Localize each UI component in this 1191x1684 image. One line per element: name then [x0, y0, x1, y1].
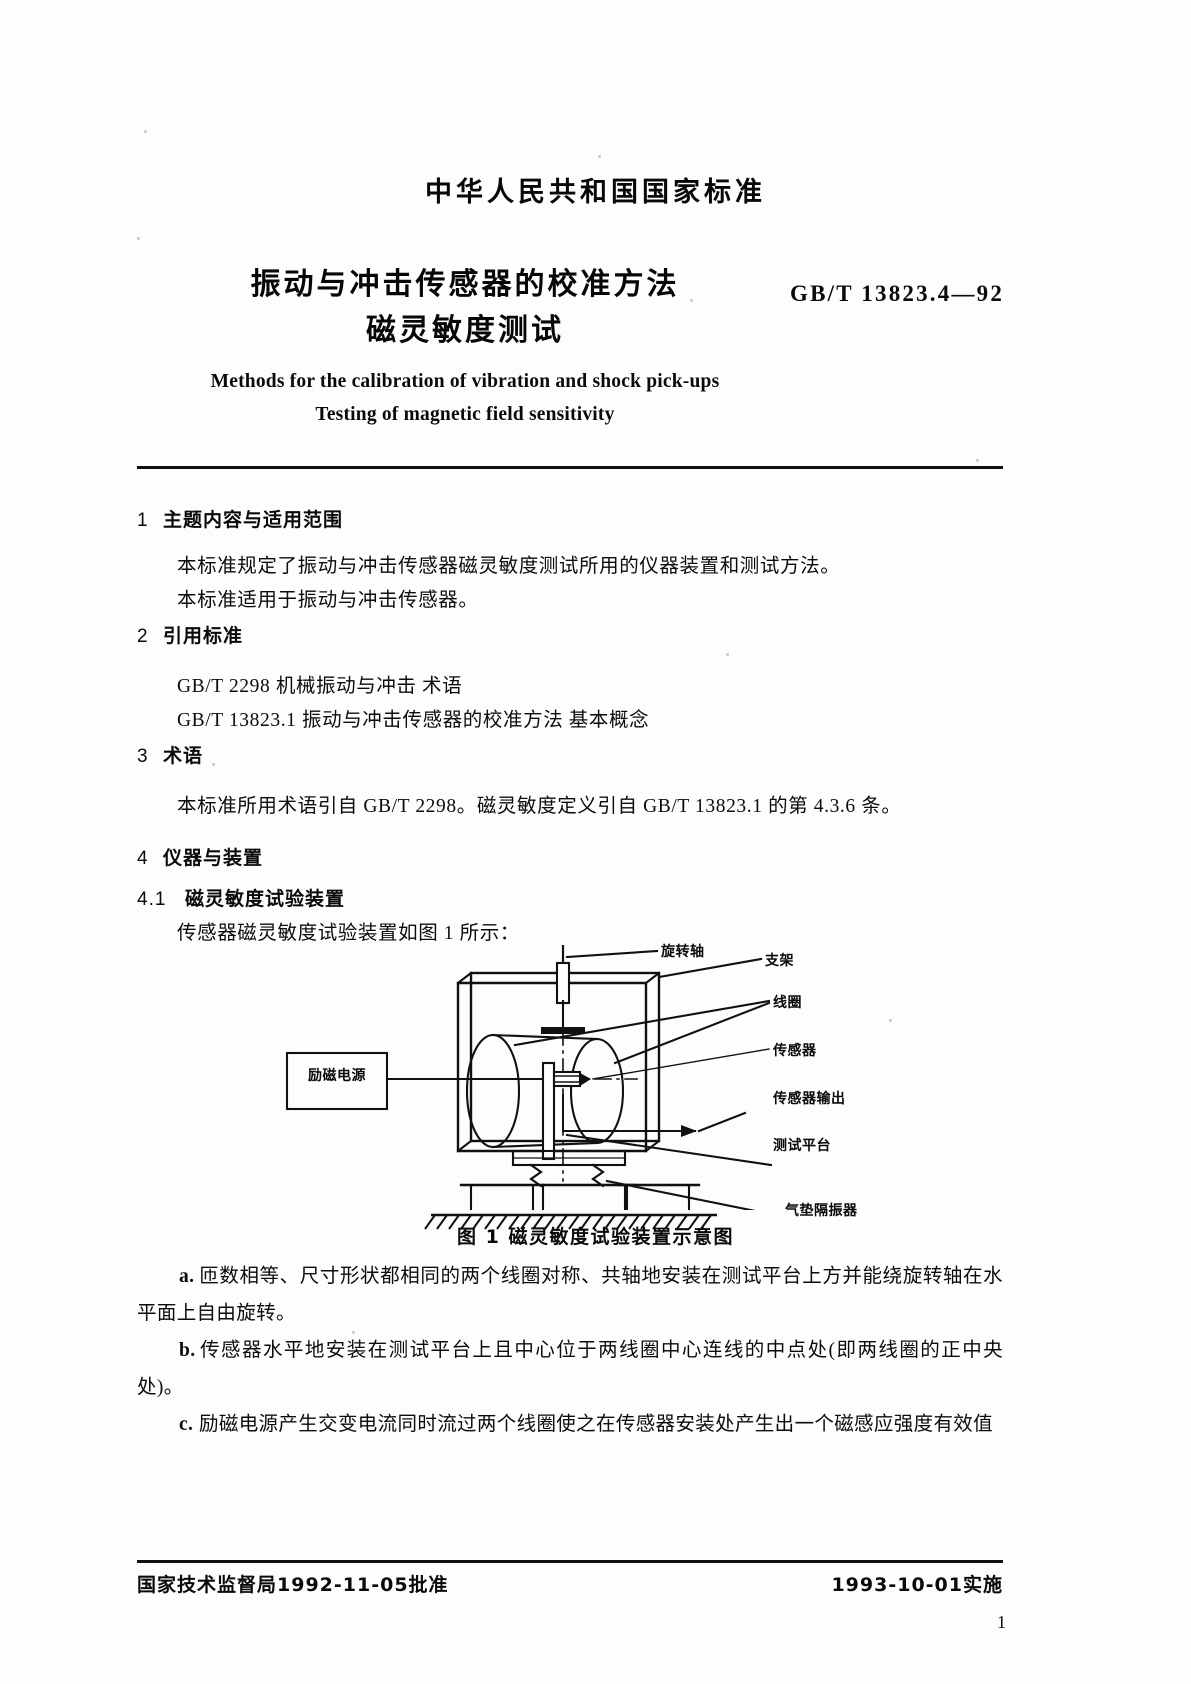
item-c: c.励磁电源产生交变电流同时流过两个线圈使之在传感器安装处产生出一个磁感应强度有…	[137, 1406, 1003, 1443]
leader-coil-2	[613, 1001, 771, 1065]
scan-speck	[976, 459, 979, 462]
figure-label-sensor-output: 传感器输出	[773, 1091, 846, 1107]
section-heading-1: 1 主题内容与适用范围	[137, 505, 343, 532]
figure-label-test-platform: 测试平台	[773, 1138, 831, 1154]
title-line-1: 振动与冲击传感器的校准方法	[250, 267, 680, 302]
bracket-frame-front	[456, 981, 648, 1153]
footer-approval: 国家技术监督局1992-11-05批准	[137, 1574, 449, 1596]
section-number-4: 4	[137, 848, 149, 869]
header-divider	[137, 466, 1003, 469]
section-2-reference-1: GB/T 2298 机械振动与冲击 术语	[177, 676, 463, 697]
section-2-reference-2: GB/T 13823.1 振动与冲击传感器的校准方法 基本概念	[177, 710, 650, 731]
section-4-1-paragraph-1: 传感器磁灵敏度试验装置如图 1 所示：	[177, 923, 520, 944]
item-b-mark: b.	[179, 1340, 196, 1361]
standard-number: GB/T 13823.4—92	[790, 281, 1005, 306]
figure-magnetic-sensitivity-apparatus: 励磁电源 旋转轴 支架 线圈 传感器 传感器输出 测试平台 气垫隔振器	[275, 943, 915, 1230]
national-standard-heading: 中华人民共和国国家标准	[425, 177, 766, 208]
leader-coil-1	[513, 999, 771, 1047]
coil-left	[465, 1033, 521, 1149]
item-b: b.传感器水平地安装在测试平台上且中心位于两线圈中心连线的中点处(即两线圈的正中…	[137, 1332, 1003, 1406]
figure-label-air-isolator: 气垫隔振器	[785, 1203, 858, 1219]
power-supply-box	[285, 1051, 389, 1111]
scan-speck	[212, 763, 215, 766]
leader-sensor-output	[697, 1111, 747, 1133]
ground-hatching-svg	[424, 1213, 717, 1230]
leader-sensor	[592, 1048, 770, 1080]
apparatus-diagram-svg	[285, 943, 787, 1219]
item-a: a.匝数相等、尺寸形状都相同的两个线圈对称、共轴地安装在测试平台上方并能绕旋转轴…	[137, 1258, 1003, 1332]
section-heading-3: 3 术语	[137, 741, 203, 768]
scan-speck	[144, 130, 147, 133]
item-c-mark: c.	[179, 1414, 194, 1435]
scan-speck	[598, 155, 601, 158]
section-number-1: 1	[137, 510, 149, 531]
figure-label-coil: 线圈	[773, 995, 802, 1011]
scan-speck	[352, 1331, 355, 1334]
item-a-text: 匝数相等、尺寸形状都相同的两个线圈对称、共轴地安装在测试平台上方并能绕旋转轴在水…	[137, 1266, 1003, 1324]
figure-caption: 图 1 磁灵敏度试验装置示意图	[457, 1226, 734, 1248]
section-1-paragraph-1: 本标准规定了振动与冲击传感器磁灵敏度测试所用的仪器装置和测试方法。	[177, 556, 841, 577]
scan-speck	[306, 893, 309, 896]
english-title-line-1: Methods for the calibration of vibration…	[210, 371, 720, 392]
leader-test-platform	[565, 1133, 773, 1167]
scan-speck	[726, 653, 729, 656]
page-number: 1	[997, 1612, 1006, 1632]
footer-divider	[137, 1560, 1003, 1563]
english-title-line-2: Testing of magnetic field sensitivity	[315, 404, 615, 425]
coil-right	[569, 1037, 625, 1145]
figure-label-power-supply: 励磁电源	[308, 1068, 366, 1084]
air-isolator-spring-left	[529, 1163, 543, 1188]
section-title-4: 仪器与装置	[163, 847, 264, 869]
footer-implementation: 1993-10-01实施	[831, 1574, 1003, 1596]
section-number-4-1: 4.1	[137, 889, 167, 910]
figure-label-rotating-shaft: 旋转轴	[661, 944, 705, 960]
section-heading-2: 2 引用标准	[137, 621, 243, 648]
scan-speck	[137, 237, 140, 240]
sensor-body	[552, 1070, 582, 1088]
section-title-4-1: 磁灵敏度试验装置	[185, 888, 346, 910]
air-isolator-spring-right	[591, 1163, 605, 1188]
scan-speck	[690, 299, 693, 302]
english-title: Methods for the calibration of vibration…	[160, 365, 770, 431]
scan-speck	[889, 1019, 892, 1022]
section-1-paragraph-2: 本标准适用于振动与冲击传感器。	[177, 590, 479, 611]
section-title-1: 主题内容与适用范围	[163, 509, 344, 531]
figure-label-sensor: 传感器	[773, 1043, 817, 1059]
section-title-2: 引用标准	[163, 625, 244, 647]
section-number-3: 3	[137, 746, 149, 767]
section-3-paragraph-1: 本标准所用术语引自 GB/T 2298。磁灵敏度定义引自 GB/T 13823.…	[177, 796, 902, 817]
title-line-2: 磁灵敏度测试	[366, 313, 564, 348]
figure-label-bracket: 支架	[765, 953, 794, 969]
sensor-post	[541, 1061, 556, 1161]
document-title: 振动与冲击传感器的校准方法 磁灵敏度测试	[160, 262, 770, 354]
section-heading-4-1: 4.1 磁灵敏度试验装置	[137, 884, 345, 911]
section-heading-4: 4 仪器与装置	[137, 843, 263, 870]
sensor-tip	[580, 1073, 591, 1086]
sensor-output-arrow	[681, 1125, 697, 1137]
rotating-shaft-collar	[555, 961, 571, 1005]
item-c-text: 励磁电源产生交变电流同时流过两个线圈使之在传感器安装处产生出一个磁感应强度有效值	[199, 1414, 994, 1435]
leader-rotating-shaft	[565, 949, 659, 959]
leader-bracket	[657, 957, 763, 979]
item-a-mark: a.	[179, 1266, 195, 1287]
section-number-2: 2	[137, 626, 149, 647]
item-b-text: 传感器水平地安装在测试平台上且中心位于两线圈中心连线的中点处(即两线圈的正中央处…	[137, 1340, 1003, 1398]
section-title-3: 术语	[163, 745, 204, 767]
